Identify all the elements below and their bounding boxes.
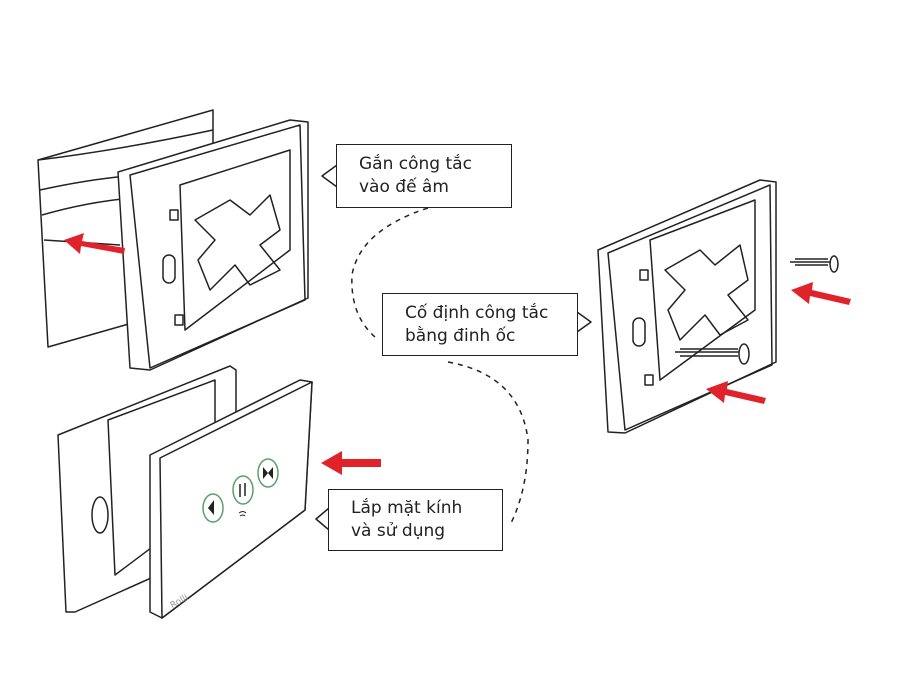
callout-step-1: Gắn công tắc vào đế âm bbox=[336, 144, 512, 208]
screw-icon bbox=[790, 255, 839, 273]
callout-text-line2: bằng đinh ốc bbox=[405, 325, 516, 346]
glass-panel bbox=[149, 379, 313, 619]
dashed-connector bbox=[447, 361, 529, 526]
button-pause-icon bbox=[232, 475, 254, 505]
callout-step-2: Cố định công tắc bằng đinh ốc bbox=[382, 293, 578, 356]
callout-text-line1: Lắp mặt kính bbox=[351, 498, 463, 518]
switch-base-step1 bbox=[117, 119, 309, 371]
callout-text-line1: Cố định công tắc bbox=[405, 302, 549, 323]
button-down-icon bbox=[202, 493, 224, 523]
red-arrow-icon bbox=[64, 233, 125, 254]
callout-step-3: Lắp mặt kính và sử dụng bbox=[328, 489, 503, 551]
callout-text-line2: vào đế âm bbox=[359, 177, 449, 197]
callout-text-line1: Gắn công tắc bbox=[359, 154, 472, 174]
dashed-connector bbox=[351, 207, 429, 338]
callout-text-line2: và sử dụng bbox=[351, 521, 446, 541]
switch-base-step2 bbox=[597, 179, 777, 434]
screw-icon bbox=[675, 343, 750, 365]
button-open-icon bbox=[257, 458, 279, 488]
red-arrow-icon bbox=[321, 451, 381, 475]
red-arrow-icon bbox=[706, 381, 766, 404]
wifi-icon bbox=[238, 511, 247, 517]
red-arrow-icon bbox=[791, 282, 851, 305]
